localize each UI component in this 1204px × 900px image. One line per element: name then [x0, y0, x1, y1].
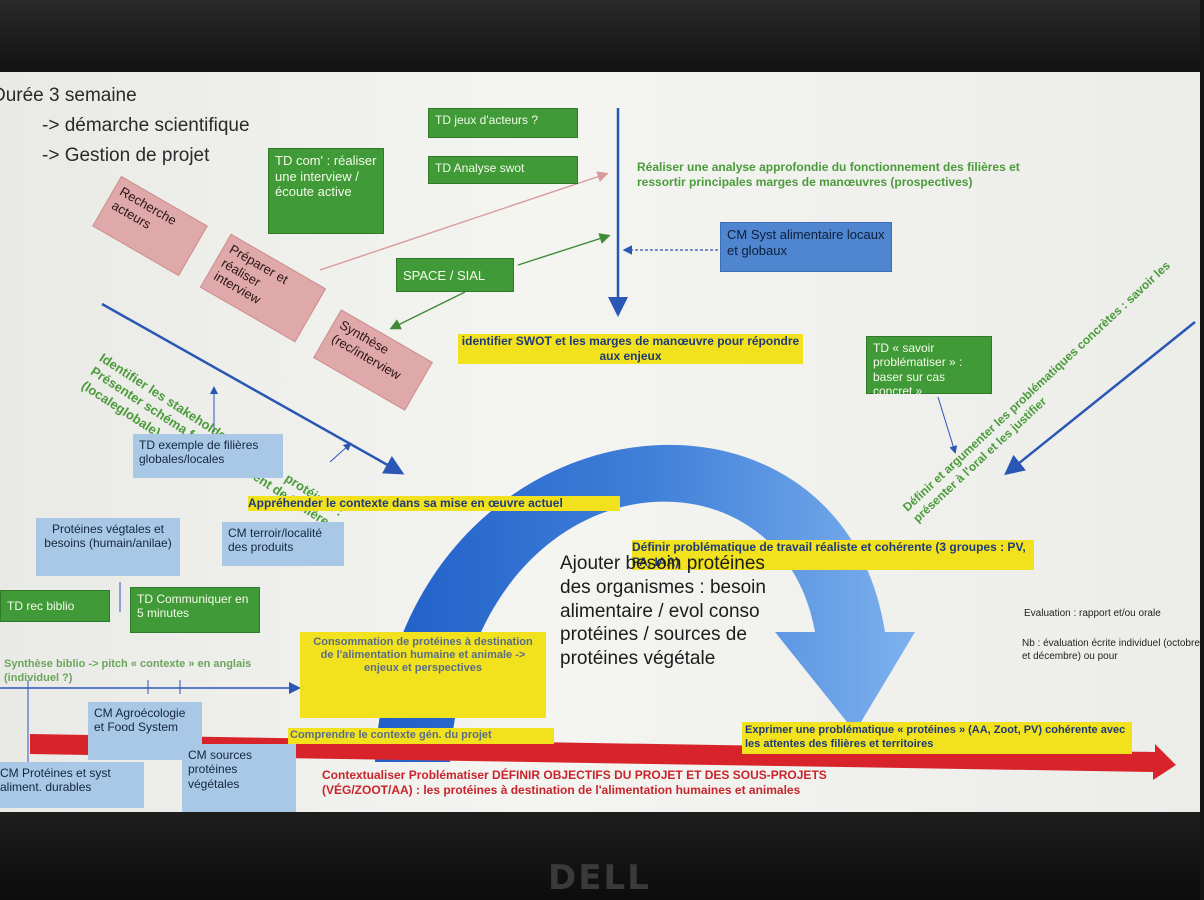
contextualiser-label: Contextualiser Problématiser DÉFINIR OBJ… [322, 768, 827, 797]
identifier-swot-label: identifier SWOT et les marges de manœuvr… [458, 334, 803, 364]
diagram-connectors [0, 108, 1196, 780]
objective-project: -> Gestion de projet [42, 145, 210, 166]
td-rec-biblio-box: TD rec biblio [0, 590, 110, 622]
evaluation-text: Evaluation : rapport et/ou orale [1024, 608, 1161, 619]
monitor-bezel-bottom [0, 812, 1200, 900]
cm-terroir-box: CM terroir/localité des produits [222, 522, 344, 566]
td-exemple-filieres-box: TD exemple de filières globales/locales [133, 434, 283, 478]
definir-problematique-label: Définir problématique de travail réalist… [632, 540, 1034, 570]
comprendre-contexte-label: Comprendre le contexte gén. du projet [288, 728, 554, 744]
td-savoir-problematiser-box: TD « savoir problématiser » : baser sur … [866, 336, 992, 398]
red-timeline-arrow [30, 734, 1176, 780]
td-com-box: TD com' : réaliser une interview / écout… [268, 148, 384, 234]
objective-scientific: -> démarche scientifique [42, 115, 250, 136]
consommation-proteines-box: Consommation de protéines à destination … [300, 632, 546, 718]
td-analyse-swot-box: TD Analyse swot [428, 156, 578, 184]
cm-proteines-syst-box: CM Protéines et syst aliment. durables [0, 762, 144, 808]
monitor-bezel-top [0, 0, 1200, 70]
dell-logo: DELL [548, 858, 651, 898]
nb-evaluation-text: Nb : évaluation écrite individuel (octob… [1022, 638, 1200, 662]
synthese-biblio-label: Synthèse biblio -> pitch « contexte » en… [4, 658, 252, 684]
big-arc-arrow [375, 444, 915, 762]
duration-title: Durée 3 semaine [0, 85, 137, 106]
realiser-analyse-label: Réaliser une analyse approfondie du fonc… [637, 160, 1020, 189]
proteines-vegetales-box: Protéines végtales et besoins (humain/an… [36, 518, 180, 576]
cm-syst-alimentaire-box: CM Syst alimentaire locaux et globaux [720, 222, 892, 272]
td-communiquer-box: TD Communiquer en 5 minutes [130, 587, 260, 633]
space-sial-box: SPACE / SIAL [396, 258, 514, 292]
td-jeux-acteurs-box: TD jeux d'acteurs ? [428, 108, 578, 138]
cm-sources-proteines-box: CM sources protéines végétales [182, 744, 296, 814]
ajouter-besoin-text: Ajouter besoin protéines des organismes … [560, 553, 766, 669]
right-diagonal-line [1004, 321, 1196, 476]
exprimer-problematique-label: Exprimer une problématique « protéines »… [742, 722, 1132, 754]
slide-screen: Durée 3 semaine -> démarche scientifique… [0, 72, 1200, 818]
apprehender-label: Appréhender le contexte dans sa mise en … [248, 496, 620, 511]
